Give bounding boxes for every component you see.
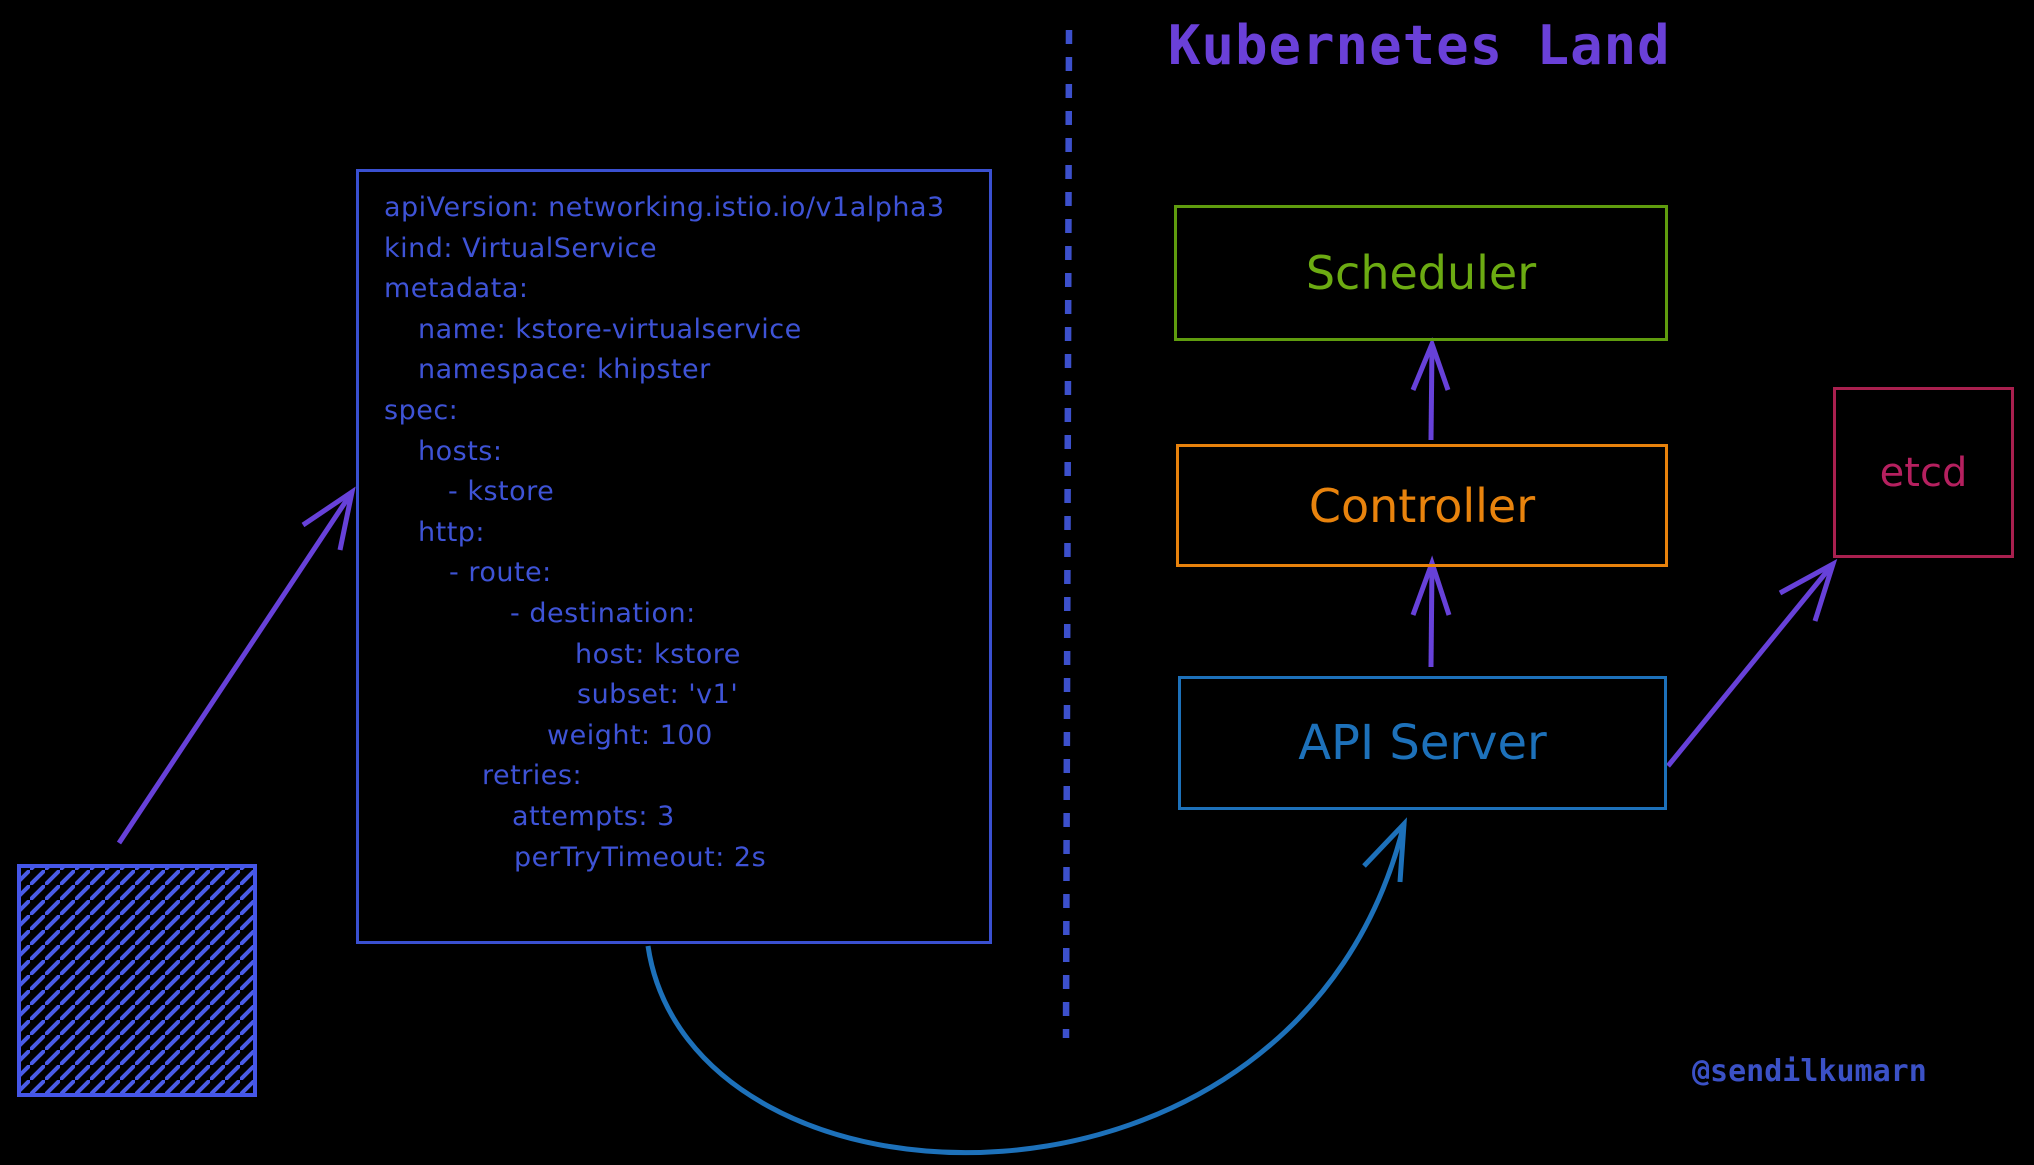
arrow-controller-to-scheduler: [1410, 336, 1451, 441]
node-etcd: etcd: [1833, 387, 2014, 558]
node-scheduler: Scheduler: [1174, 205, 1668, 341]
node-api-server-label: API Server: [1298, 715, 1547, 771]
node-scheduler-label: Scheduler: [1305, 246, 1537, 300]
yaml-line: apiVersion: networking.istio.io/v1alpha3: [384, 192, 945, 223]
yaml-line: weight: 100: [547, 719, 713, 751]
yaml-line: perTryTimeout: 2s: [514, 841, 767, 873]
yaml-line: retries:: [482, 760, 583, 792]
yaml-line: subset: 'v1': [577, 679, 739, 711]
node-controller-label: Controller: [1308, 478, 1536, 533]
arrow-square-to-yaml: [116, 486, 356, 845]
watermark-handle: @sendilkumarn: [1692, 1054, 1927, 1089]
yaml-line: spec:: [384, 394, 459, 426]
node-etcd-label: etcd: [1879, 449, 1968, 496]
yaml-line: - kstore: [448, 476, 555, 508]
yaml-line: kind: VirtualService: [384, 232, 658, 264]
yaml-line: http:: [418, 516, 486, 548]
yaml-line: attempts: 3: [512, 800, 675, 832]
page-title: Kubernetes Land: [1168, 14, 1671, 77]
yaml-line: metadata:: [384, 273, 529, 305]
yaml-line: namespace: khipster: [418, 354, 711, 386]
node-api-server: API Server: [1178, 676, 1667, 810]
yaml-line: name: kstore-virtualservice: [418, 313, 802, 345]
yaml-line: hosts:: [418, 435, 503, 467]
arrow-api-to-controller: [1410, 555, 1452, 668]
arrow-yaml-to-api: [645, 817, 1407, 1156]
yaml-manifest-text: apiVersion: networking.istio.io/v1alpha3…: [356, 188, 992, 878]
yaml-line: host: kstore: [575, 638, 741, 670]
hatched-square: [17, 864, 257, 1097]
node-controller: Controller: [1176, 444, 1668, 567]
yaml-line: - route:: [449, 557, 552, 589]
yaml-manifest-box: [356, 169, 992, 944]
arrow-api-to-etcd: [1666, 558, 1838, 768]
divider-dotted-line: [1062, 29, 1073, 1039]
yaml-line: - destination:: [510, 597, 696, 629]
